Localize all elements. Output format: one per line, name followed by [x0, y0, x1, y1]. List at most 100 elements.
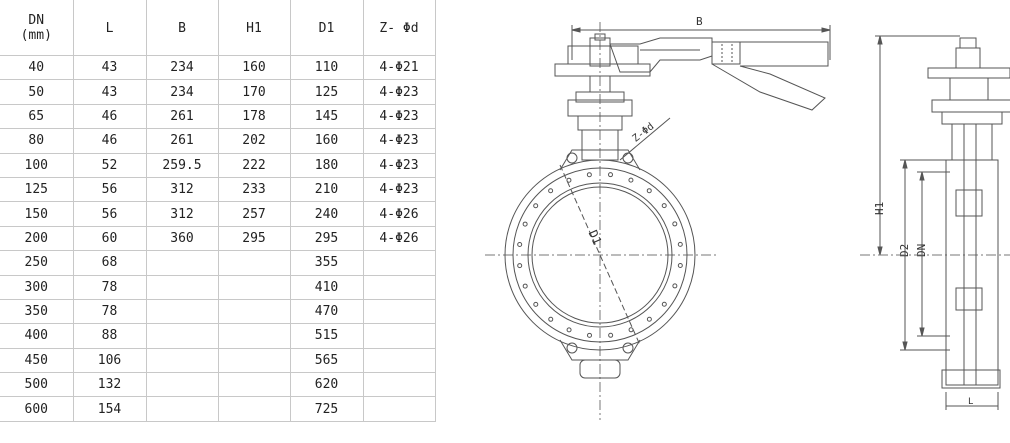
- side-neck: [951, 123, 993, 161]
- cell-l: 78: [73, 299, 147, 325]
- header-dn-unit: (mm): [20, 28, 52, 43]
- cell-h1: 257: [218, 201, 291, 227]
- cell-zd: [363, 348, 436, 374]
- bolt-hole: [646, 316, 652, 322]
- cell-dn: 40: [0, 55, 74, 81]
- cell-h1: 170: [218, 79, 291, 105]
- cell-h1: [218, 250, 291, 276]
- label-b: B: [696, 15, 703, 28]
- bolt-hole: [522, 221, 528, 227]
- cell-d1: 355: [290, 250, 364, 276]
- cell-b: [146, 250, 219, 276]
- side-view: H1 D2 DN L: [860, 35, 1010, 410]
- d1-diameter-line: [559, 164, 641, 346]
- cell-l: 56: [73, 201, 147, 227]
- cell-l: 78: [73, 275, 147, 300]
- dimension-b-arrow-right: [821, 27, 831, 33]
- cell-zd: [363, 323, 436, 349]
- cell-zd: 4-Φ21: [363, 55, 436, 81]
- label-l: L: [968, 397, 973, 407]
- cell-dn: 600: [0, 396, 74, 422]
- handle-hub: [589, 37, 611, 67]
- lever-grip-top: [740, 41, 829, 67]
- cell-h1: 233: [218, 177, 291, 203]
- side-disc-hub-top: [955, 189, 983, 217]
- bolt-hole: [661, 301, 667, 307]
- cell-zd: 4-Φ23: [363, 104, 436, 130]
- cell-b: 312: [146, 177, 219, 203]
- body-outer-circle: [504, 159, 696, 351]
- lever-arm: [609, 37, 713, 73]
- label-d1: D1: [586, 228, 605, 247]
- cell-h1: 295: [218, 226, 291, 252]
- label-h1: H1: [873, 202, 886, 215]
- cell-zd: 4-Φ23: [363, 153, 436, 178]
- cell-zd: [363, 396, 436, 422]
- bolt-hole: [677, 263, 683, 269]
- cell-d1: 470: [290, 299, 364, 325]
- header-h1: H1: [218, 0, 291, 56]
- cell-dn: 450: [0, 348, 74, 374]
- side-bottom-boss: [941, 369, 1001, 389]
- bolt-hole: [548, 316, 554, 322]
- dimension-b-arrow-left: [571, 27, 581, 33]
- cell-zd: [363, 372, 436, 398]
- top-lug-hole-left: [566, 152, 578, 164]
- cell-zd: 4-Φ26: [363, 226, 436, 252]
- bolt-hole: [661, 203, 667, 209]
- cell-d1: 620: [290, 372, 364, 398]
- bolt-hole: [522, 283, 528, 289]
- cell-d1: 145: [290, 104, 364, 130]
- cell-dn: 400: [0, 323, 74, 349]
- side-hub: [955, 47, 981, 69]
- side-body: [945, 159, 999, 386]
- cell-l: 88: [73, 323, 147, 349]
- cell-l: 43: [73, 55, 147, 81]
- cell-l: 52: [73, 153, 147, 178]
- cell-dn: 100: [0, 153, 74, 178]
- label-dn: DN: [915, 244, 928, 257]
- bolt-hole: [672, 221, 678, 227]
- cell-b: [146, 396, 219, 422]
- handle-cap: [594, 33, 606, 41]
- cell-h1: 160: [218, 55, 291, 81]
- bolt-hole: [566, 177, 572, 183]
- cell-b: 312: [146, 201, 219, 227]
- cell-zd: 4-Φ23: [363, 79, 436, 105]
- header-d1: D1: [290, 0, 364, 56]
- cell-d1: 210: [290, 177, 364, 203]
- header-zd: Z- Φd: [363, 0, 436, 56]
- lever-grip-handle: [711, 63, 826, 111]
- bolt-hole: [672, 283, 678, 289]
- cell-zd: 4-Φ23: [363, 177, 436, 203]
- cell-h1: 222: [218, 153, 291, 178]
- bolt-hole: [517, 263, 523, 269]
- valve-drawings: B Z-Φd: [485, 15, 1010, 420]
- bolt-hole: [566, 327, 572, 333]
- bolt-hole: [628, 177, 634, 183]
- cell-l: 106: [73, 348, 147, 374]
- cell-b: 259.5: [146, 153, 219, 178]
- bottom-boss: [579, 359, 621, 379]
- cell-dn: 125: [0, 177, 74, 203]
- cell-d1: 160: [290, 128, 364, 154]
- cell-dn: 150: [0, 201, 74, 227]
- header-b: B: [146, 0, 219, 56]
- cell-zd: 4-Φ23: [363, 128, 436, 154]
- cell-dn: 50: [0, 79, 74, 105]
- bolt-hole: [608, 172, 614, 178]
- dimension-d2-arrow-bottom: [902, 341, 908, 351]
- handle-lock-plate: [567, 45, 639, 65]
- side-lever-plate: [927, 67, 1010, 79]
- cell-d1: 725: [290, 396, 364, 422]
- header-dn-label: DN: [28, 13, 45, 28]
- bolt-hole: [548, 188, 554, 194]
- cell-zd: [363, 275, 436, 300]
